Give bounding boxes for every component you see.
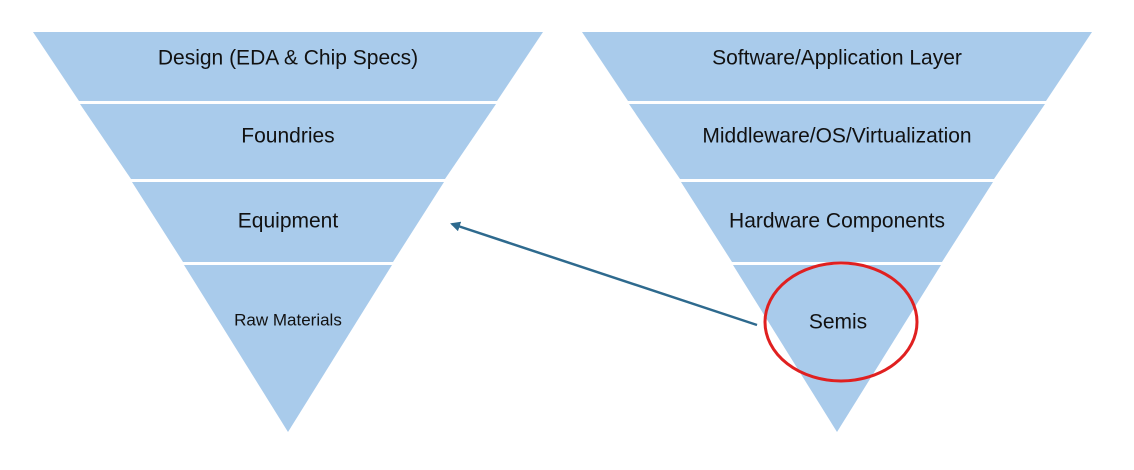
right-layer-2-label: Middleware/OS/Virtualization [702, 125, 971, 148]
right-layer-4-shape [733, 265, 941, 432]
right-layer-3-label: Hardware Components [729, 210, 945, 233]
right-layer-1-shape [582, 32, 1092, 101]
left-funnel: Design (EDA & Chip Specs) Foundries Equi… [33, 32, 543, 432]
left-layer-3-label: Equipment [238, 210, 339, 233]
left-layer-1-shape [33, 32, 543, 101]
highlight-circle [763, 261, 919, 383]
left-layer-2-label: Foundries [241, 125, 334, 148]
left-layer-3-shape [132, 182, 444, 262]
left-layer-2-shape [80, 104, 496, 179]
arrow-left-icon [450, 221, 758, 327]
right-layer-2-shape [629, 104, 1045, 179]
left-layer-4-label: Raw Materials [234, 310, 342, 329]
right-layer-1-label: Software/Application Layer [712, 47, 962, 70]
right-funnel: Software/Application Layer Middleware/OS… [582, 32, 1092, 432]
left-layer-4-shape [184, 265, 392, 432]
right-layer-4-label: Semis [809, 311, 867, 334]
left-layer-1-label: Design (EDA & Chip Specs) [158, 47, 418, 70]
right-layer-3-shape [681, 182, 993, 262]
